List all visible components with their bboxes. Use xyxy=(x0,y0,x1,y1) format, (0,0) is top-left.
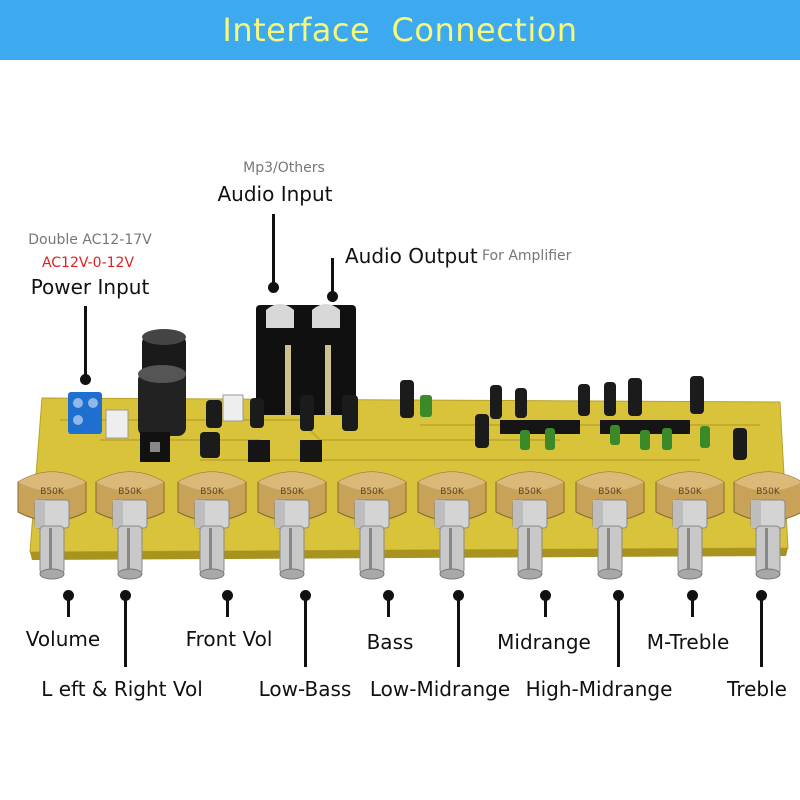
power-input-label: Power Input xyxy=(30,275,150,299)
low-bass-leader xyxy=(304,595,307,667)
knob-marking: B50K xyxy=(678,487,703,497)
potentiometer-low-bass[interactable]: B50K xyxy=(257,471,327,580)
knob-label-treble: Treble xyxy=(727,677,787,701)
potentiometer-bass[interactable]: B50K xyxy=(337,471,407,580)
potentiometer-m-treble[interactable]: B50K xyxy=(655,471,725,580)
knob-label-low-bass: Low-Bass xyxy=(258,677,352,701)
knob-marking: B50K xyxy=(598,487,623,497)
audio-output-label: Audio Output xyxy=(345,244,478,268)
potentiometer-high-midrange[interactable]: B50K xyxy=(575,471,645,580)
rca-jack-block xyxy=(256,304,356,415)
knob-marking: B50K xyxy=(440,487,465,497)
knob-marking: B50K xyxy=(280,487,305,497)
potentiometer-midrange[interactable]: B50K xyxy=(495,471,565,580)
audio-input-label: Audio Input xyxy=(217,182,333,206)
knob-label-left-right-vol: L eft & Right Vol xyxy=(41,677,203,701)
potentiometer-treble[interactable]: B50K xyxy=(733,471,800,580)
knob-label-midrange: Midrange xyxy=(497,630,591,654)
power-note-voltage: Double AC12-17V xyxy=(28,232,152,248)
audio-output-dot xyxy=(327,291,338,302)
audio-input-dot xyxy=(268,282,279,293)
power-dot xyxy=(80,374,91,385)
midrange-leader xyxy=(544,595,547,617)
power-terminal-block xyxy=(68,392,102,434)
knob-marking: B50K xyxy=(756,487,781,497)
knob-label-m-treble: M-Treble xyxy=(646,630,730,654)
audio-input-leader xyxy=(272,214,275,286)
knob-marking: B50K xyxy=(518,487,543,497)
potentiometer-low-midrange[interactable]: B50K xyxy=(417,471,487,580)
volume-leader xyxy=(67,595,70,617)
treble-leader xyxy=(760,595,763,667)
title-banner: Interface Connection xyxy=(0,0,800,60)
audio-output-leader xyxy=(331,258,334,296)
knob-label-low-midrange: Low-Midrange xyxy=(369,677,511,701)
knob-label-high-midrange: High-Midrange xyxy=(525,677,673,701)
knob-label-bass: Bass xyxy=(366,630,414,654)
left-right-vol-leader xyxy=(124,595,127,667)
power-leader xyxy=(84,306,87,378)
banner-title: Interface Connection xyxy=(222,11,578,49)
knob-marking: B50K xyxy=(118,487,143,497)
potentiometer-volume[interactable]: B50K xyxy=(17,471,87,580)
knob-marking: B50K xyxy=(200,487,225,497)
bass-leader xyxy=(387,595,390,617)
capacitors-large xyxy=(138,329,186,436)
knob-label-volume: Volume xyxy=(25,627,101,651)
power-note-ac: AC12V-0-12V xyxy=(41,255,135,271)
audio-output-note: For Amplifier xyxy=(482,248,572,264)
potentiometer-front-vol[interactable]: B50K xyxy=(177,471,247,580)
knob-label-front-vol: Front Vol xyxy=(185,627,273,651)
potentiometer-left-right-vol[interactable]: B50K xyxy=(95,471,165,580)
m-treble-leader xyxy=(691,595,694,617)
high-midrange-leader xyxy=(617,595,620,667)
knob-marking: B50K xyxy=(360,487,385,497)
front-vol-leader xyxy=(226,595,229,617)
audio-input-note: Mp3/Others xyxy=(243,160,325,176)
knob-marking: B50K xyxy=(40,487,65,497)
low-midrange-leader xyxy=(457,595,460,667)
